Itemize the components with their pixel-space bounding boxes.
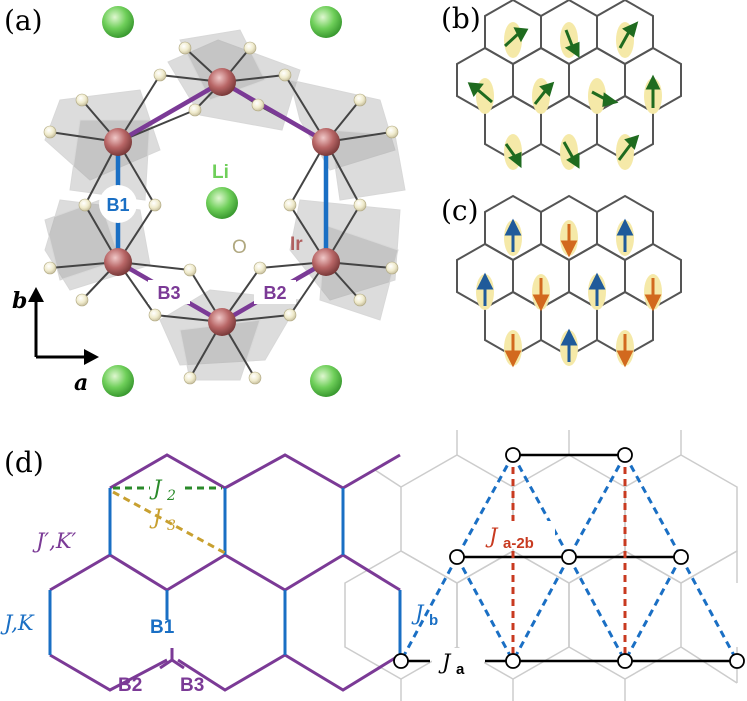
li-atom — [310, 6, 342, 38]
j3-bond — [112, 490, 226, 555]
o-atoms — [43, 41, 399, 385]
svg-text:J: J — [438, 650, 452, 674]
svg-text:B2: B2 — [263, 283, 286, 303]
svg-text:2: 2 — [166, 488, 176, 504]
axes — [28, 287, 99, 365]
ir-atoms — [104, 68, 340, 336]
b1-label-d: B1 — [150, 617, 175, 638]
svg-text:J: J — [149, 505, 163, 529]
svg-text:J: J — [485, 524, 499, 548]
ir-label: Ir — [290, 234, 303, 255]
svg-text:a: a — [456, 661, 465, 678]
svg-text:3: 3 — [167, 518, 176, 534]
colored-honeycomb — [48, 453, 402, 692]
li-atom — [206, 187, 238, 219]
panel-d: (d) — [0, 430, 745, 701]
panel-b-label: (b) — [441, 2, 481, 35]
li-atom — [310, 365, 342, 397]
panel-d-label: (d) — [4, 446, 44, 479]
jb-label: J b — [411, 601, 438, 629]
svg-text:J: J — [411, 601, 425, 625]
li-atoms — [102, 6, 342, 397]
spin-sites-c — [476, 218, 662, 368]
li-atom — [102, 365, 134, 397]
j3-label: J 3 — [149, 505, 176, 534]
li-atom — [102, 6, 134, 38]
bond-purple — [220, 80, 328, 144]
axis-b-label: b — [12, 288, 27, 314]
o-label: O — [232, 237, 247, 258]
panel-c: (c) — [441, 194, 682, 368]
panel-a: (a) — [4, 4, 406, 397]
svg-text:J: J — [149, 476, 163, 500]
panel-c-label: (c) — [441, 194, 479, 227]
b3-label-d: B3 — [180, 675, 204, 696]
spin-sites-b — [467, 21, 662, 170]
j2-label: J 2 — [149, 473, 182, 504]
bond-label-b3: B3 — [148, 280, 190, 304]
grey-honeycomb — [344, 430, 738, 701]
b2-label-d: B2 — [118, 675, 142, 696]
svg-text:B1: B1 — [106, 195, 129, 215]
li-label: Li — [212, 162, 229, 183]
svg-text:b: b — [429, 612, 438, 629]
panel-b: (b) — [441, 0, 682, 170]
bond-label-b1: B1 — [99, 185, 137, 223]
svg-text:a-2b: a-2b — [503, 535, 534, 552]
jk-label: J,K — [0, 611, 35, 635]
bond-purple — [116, 80, 224, 144]
ja-label: J a — [432, 648, 484, 678]
triangular-lattice — [393, 447, 745, 669]
bond-label-b2: B2 — [254, 280, 296, 304]
panel-a-label: (a) — [4, 4, 43, 37]
ja2b-label: J a-2b — [485, 521, 555, 552]
axis-a-label: a — [74, 370, 88, 396]
jk-prime-label: J′,K′ — [32, 529, 77, 553]
svg-text:B3: B3 — [157, 283, 180, 303]
